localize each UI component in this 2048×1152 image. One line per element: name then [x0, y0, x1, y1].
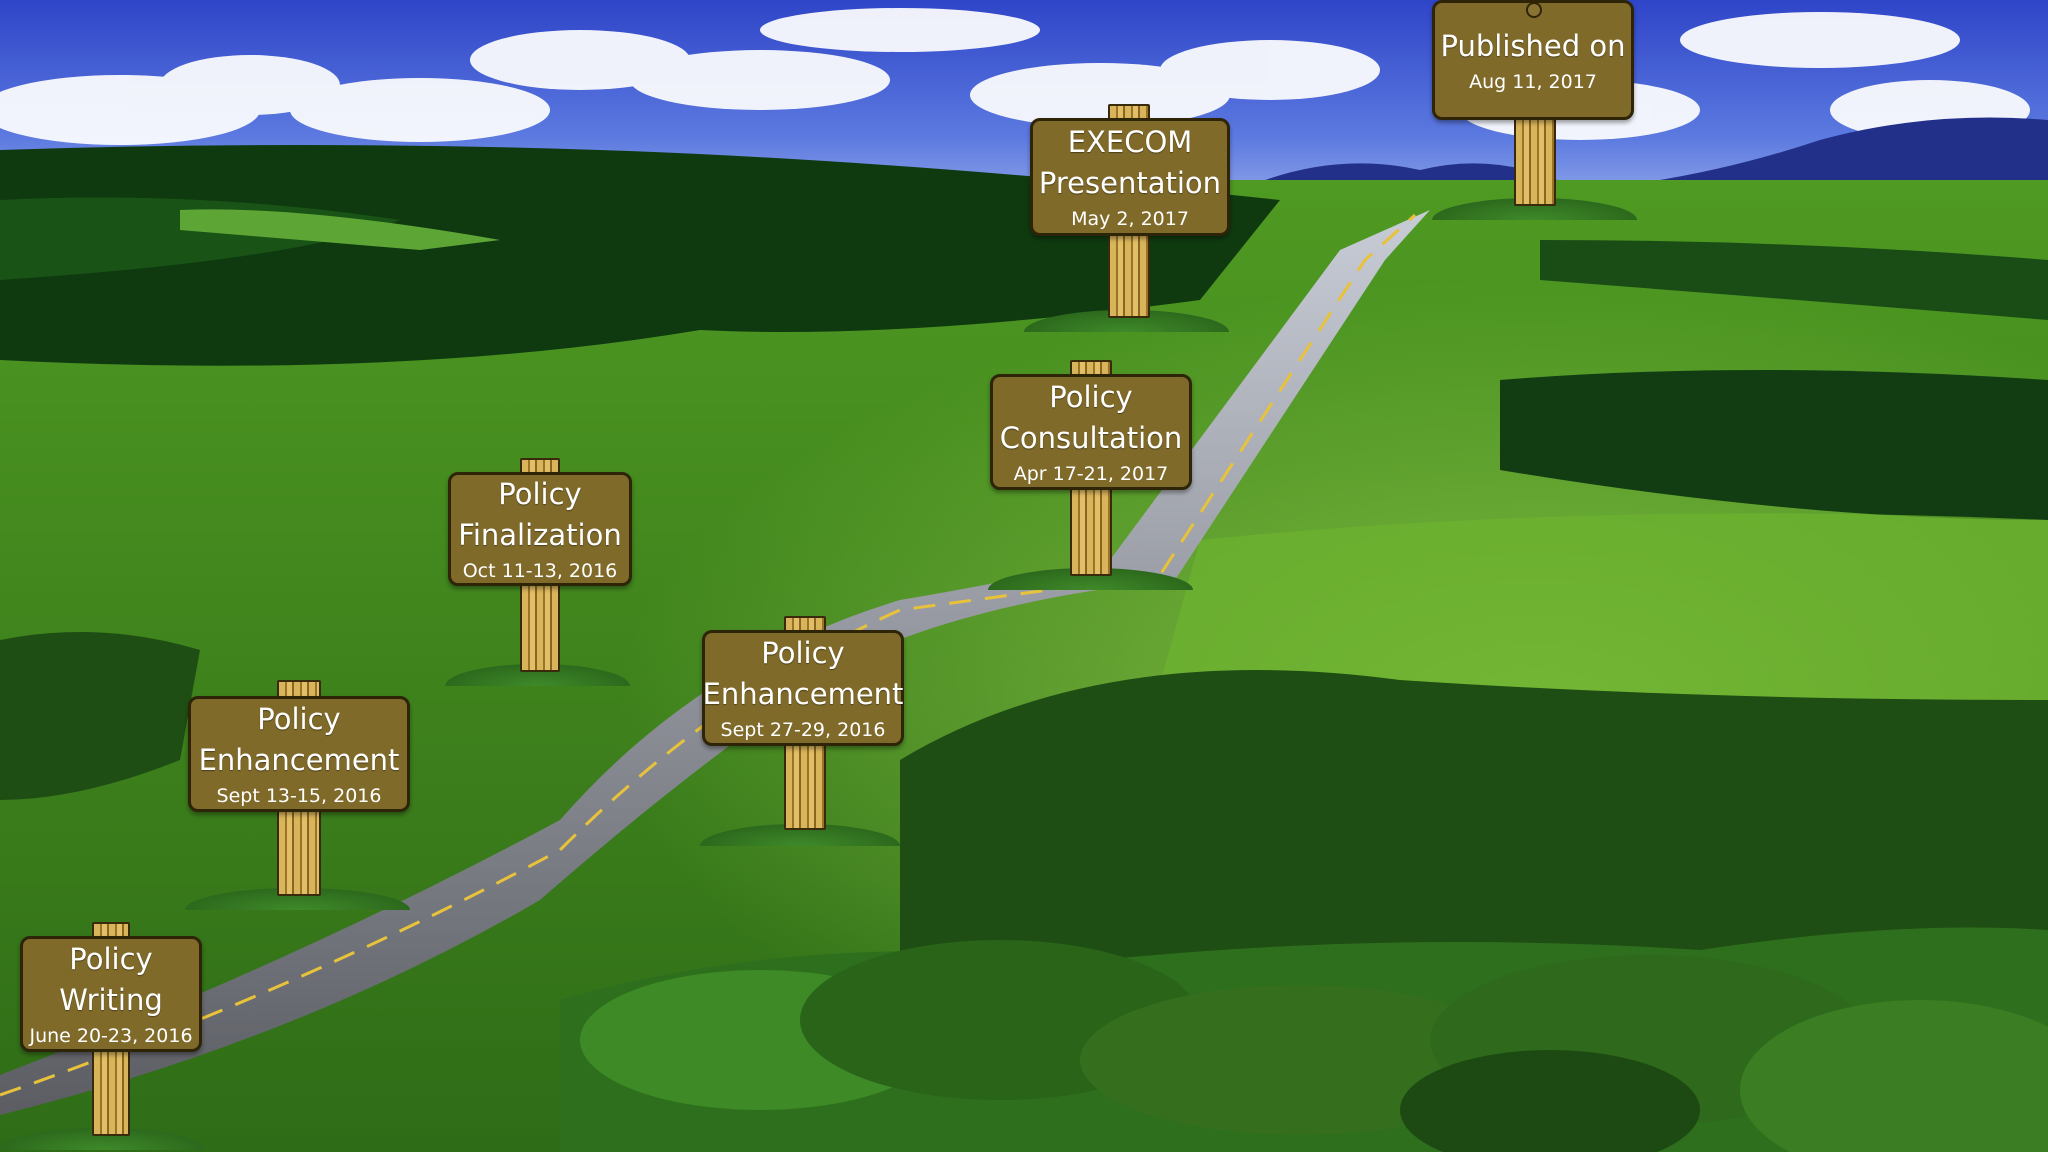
grass-mound: [445, 664, 630, 686]
sign-board: Policy Writing June 20-23, 2016: [20, 936, 202, 1052]
sign-date: Aug 11, 2017: [1469, 70, 1597, 93]
left-trees: [0, 632, 200, 800]
sign-board: Policy Enhancement Sept 13-15, 2016: [188, 696, 410, 812]
sign-title-line2: Enhancement: [702, 677, 904, 711]
sign-title-line1: Policy: [69, 942, 153, 976]
sign-date: Oct 11-13, 2016: [462, 560, 618, 582]
sign-title-line2: Consultation: [999, 421, 1183, 455]
sign-date: June 20-23, 2016: [29, 1025, 193, 1047]
sign-title-line1: Published on: [1440, 28, 1626, 63]
grass-mound: [1432, 198, 1637, 220]
sign-title-line1: Policy: [1049, 380, 1133, 414]
sign-date: Sept 13-15, 2016: [216, 785, 382, 807]
grass-mound: [185, 888, 410, 910]
sign-date: May 2, 2017: [1071, 208, 1189, 230]
sign-board: Published on Aug 11, 2017: [1432, 0, 1634, 120]
forest-upper: [0, 145, 1280, 366]
sign-title-line2: Enhancement: [198, 743, 400, 777]
sign-title-line1: EXECOM: [1067, 125, 1193, 159]
sign-board: Policy Consultation Apr 17-21, 2017: [990, 374, 1192, 490]
grass-mound: [0, 1128, 205, 1150]
sign-date: Sept 27-29, 2016: [720, 719, 886, 741]
sign-title-line1: Policy: [761, 636, 845, 670]
sign-board: EXECOM Presentation May 2, 2017: [1030, 118, 1230, 236]
forest-right: [1500, 370, 2048, 520]
grass-mound: [700, 824, 900, 846]
sign-board: Policy Enhancement Sept 27-29, 2016: [702, 630, 904, 746]
sign-title-line2: Presentation: [1038, 166, 1222, 200]
sign-title-line1: Policy: [498, 477, 582, 511]
sign-board: Policy Finalization Oct 11-13, 2016: [448, 472, 632, 586]
grass-mound: [988, 568, 1193, 590]
trees-foreground: [560, 670, 2048, 1152]
sign-date: Apr 17-21, 2017: [1013, 463, 1169, 485]
sign-title-line2: Finalization: [458, 518, 622, 552]
sign-title-line1: Policy: [257, 702, 341, 736]
sign-title-line2: Writing: [59, 983, 163, 1017]
grass-mound: [1024, 310, 1229, 332]
nail-icon: [1526, 2, 1542, 18]
